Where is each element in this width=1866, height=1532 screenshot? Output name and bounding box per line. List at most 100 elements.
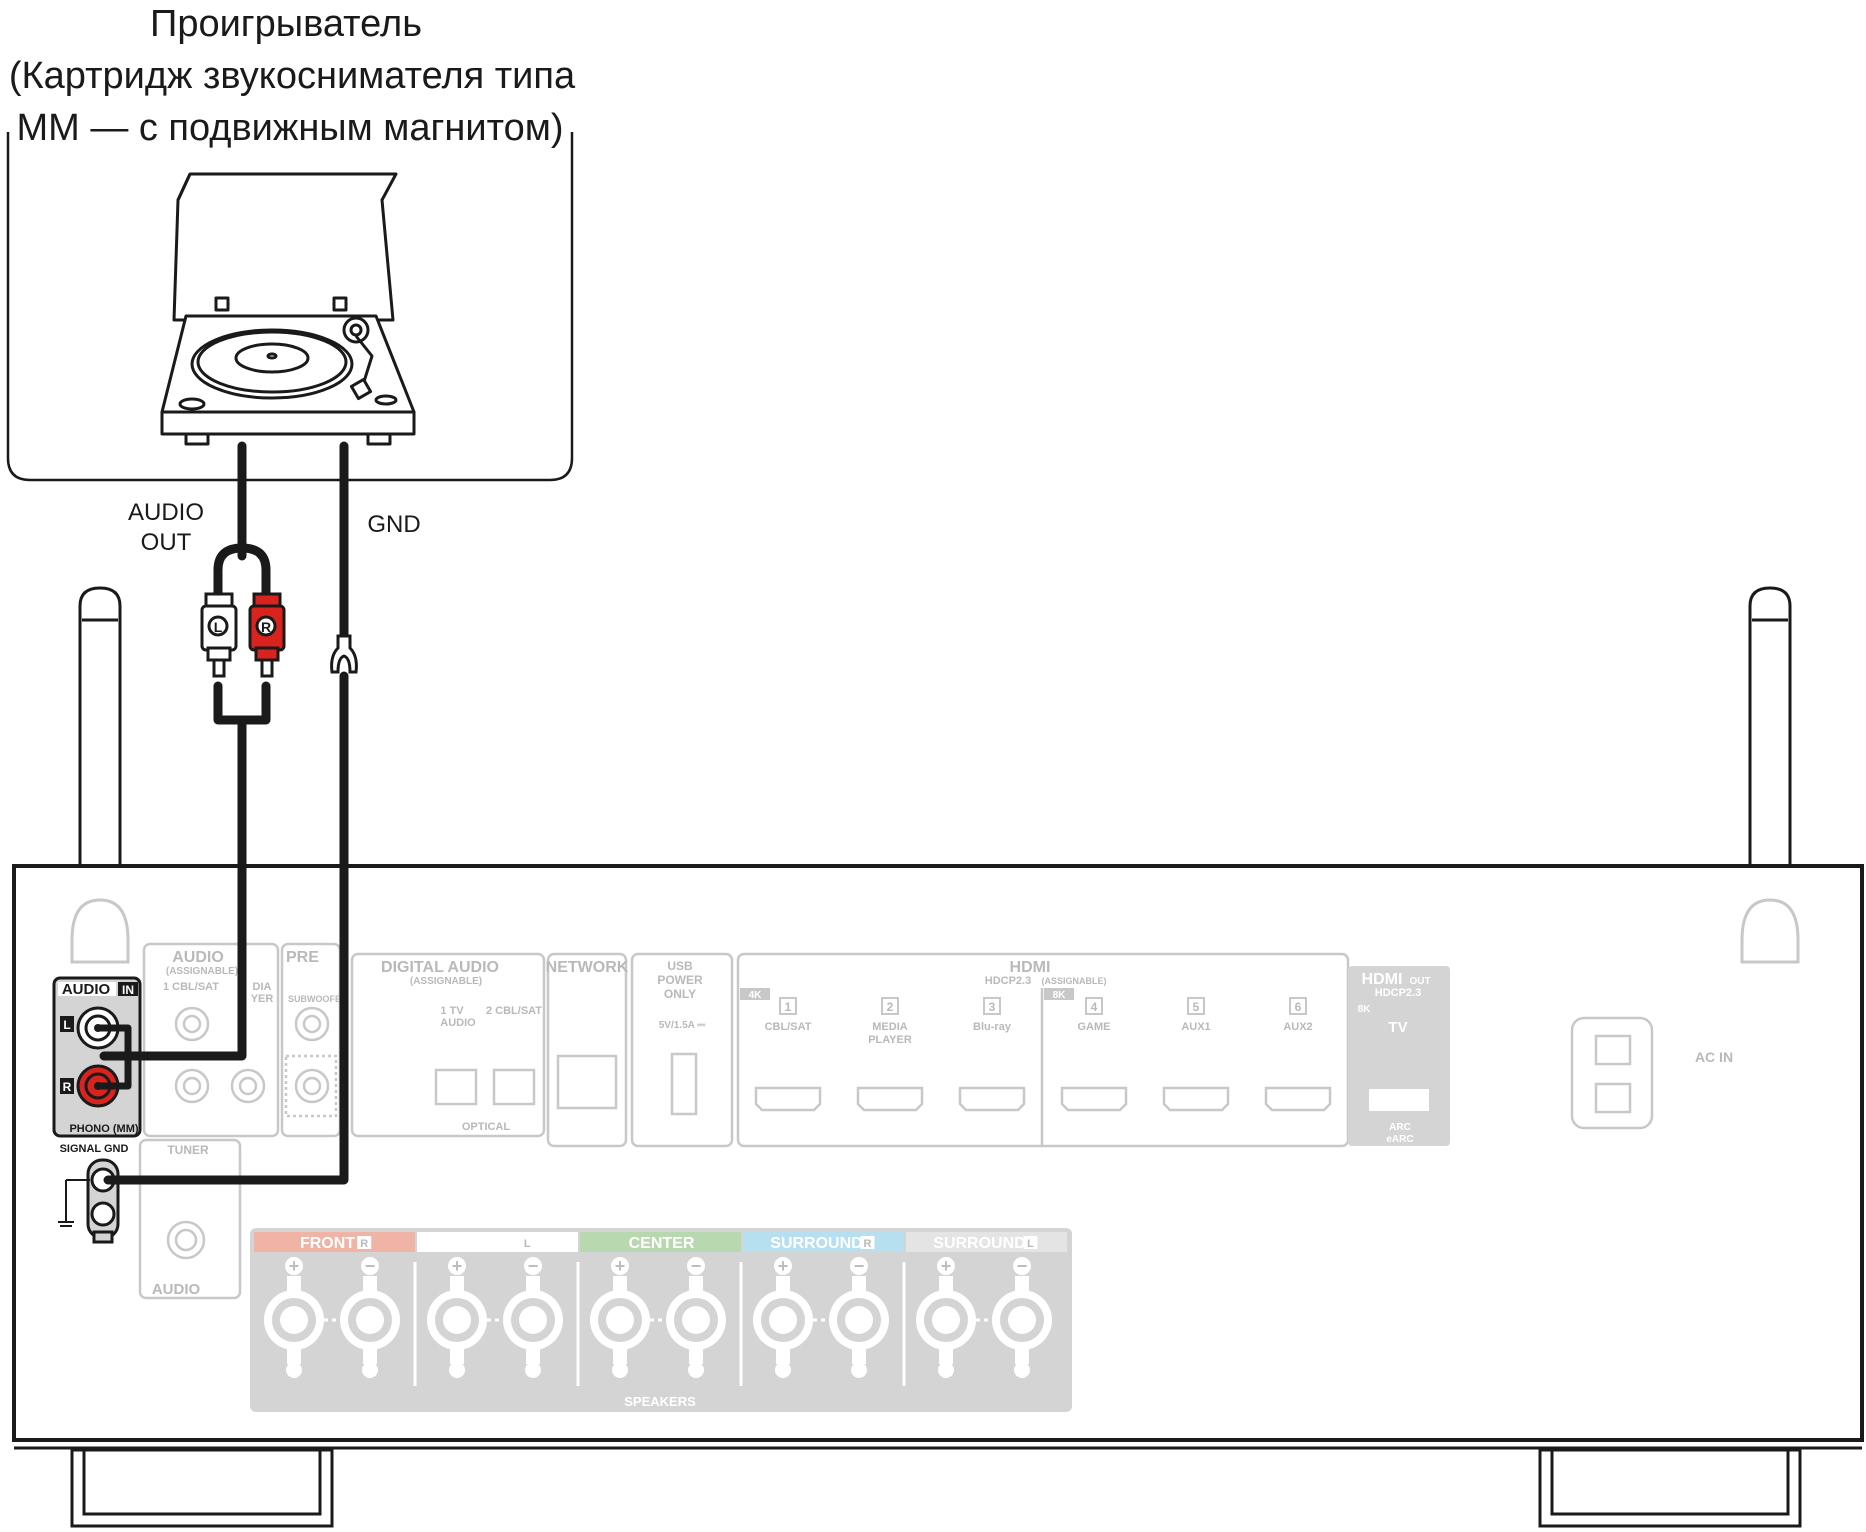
- ac-in-label: AC IN: [1695, 1049, 1733, 1065]
- digital-audio-title: DIGITAL AUDIO: [381, 959, 499, 976]
- plus-sign: +: [941, 1256, 952, 1276]
- ac-in-socket: [1570, 1016, 1654, 1130]
- phono-mm-label: PHONO (MM): [69, 1123, 138, 1135]
- speaker-side-box: [357, 1236, 372, 1249]
- hdmi-in-hdcp: HDCP2.3: [985, 975, 1031, 987]
- device-name: Проигрыватель: [150, 3, 422, 45]
- hdmi-input-list: 1CBL/SAT2MEDIAPLAYER3Blu-ray4GAME5AUX16A…: [754, 997, 1332, 1112]
- hdmi-input-name: GAME: [1078, 1021, 1111, 1033]
- plus-sign: +: [452, 1256, 463, 1276]
- device-frame: [6, 132, 574, 482]
- speaker-side-label: L: [1027, 1238, 1034, 1250]
- audio-in-assign-title: AUDIO: [172, 949, 224, 966]
- antenna-left: [78, 586, 122, 872]
- network-section: [546, 952, 628, 1148]
- hdmi-out-tag: OUT: [1409, 976, 1430, 987]
- minus-sign: −: [1017, 1256, 1028, 1276]
- phono-in-tag: IN: [122, 983, 134, 997]
- speaker-terminal-positive: +: [753, 1255, 813, 1378]
- hdmi-out-8k: 8K: [1358, 1004, 1372, 1015]
- hdmi-in-assignable: (ASSIGNABLE): [1042, 976, 1107, 986]
- hdmi-port: [958, 1086, 1026, 1112]
- cbl-sat-1: 1 CBL/SAT: [163, 981, 219, 993]
- hdmi-input-name-2: PLAYER: [868, 1034, 912, 1046]
- speaker-terminal-positive: +: [590, 1255, 650, 1378]
- hdmi-out-earc: eARC: [1386, 1134, 1413, 1145]
- speaker-group-header: [254, 1232, 415, 1252]
- turntable-icon: [160, 172, 416, 446]
- audio-in-assignable: (ASSIGNABLE): [166, 966, 238, 977]
- hdmi-in-title: HDMI: [1010, 959, 1051, 976]
- network-label: NETWORK: [546, 959, 629, 976]
- tuner-section: [138, 1138, 242, 1300]
- antenna-right: [1748, 586, 1792, 872]
- receiver-body: AUDIO (ASSIGNABLE) 1 CBL/SAT DIA YER PRE…: [12, 586, 1864, 1528]
- cbl-sat-2: 2 CBL/SAT: [486, 1005, 542, 1017]
- hdmi-input-number: 5: [1193, 1000, 1200, 1014]
- hdmi-out-section: [1348, 966, 1450, 1146]
- speaker-terminal-positive: +: [427, 1255, 487, 1378]
- rca-plug-right: [248, 592, 286, 678]
- hdmi-port: [1060, 1086, 1128, 1112]
- minus-sign: −: [854, 1256, 865, 1276]
- minus-sign: −: [365, 1256, 376, 1276]
- hdmi-port: [1162, 1086, 1230, 1112]
- hdmi-input-name: AUX1: [1181, 1021, 1210, 1033]
- plus-sign: +: [778, 1256, 789, 1276]
- speaker-terminal-negative: −: [992, 1255, 1052, 1378]
- hdmi-input-name: Blu-ray: [973, 1021, 1012, 1033]
- device-desc-line2: ММ — с подвижным магнитом): [16, 107, 563, 149]
- audio-out-label-2: OUT: [141, 529, 192, 556]
- rca-plug-left: [200, 592, 238, 678]
- subwoofer-label: SUBWOOFER: [288, 994, 348, 1004]
- hdmi-out-hdcp: HDCP2.3: [1375, 987, 1421, 999]
- speaker-group-label: CENTER: [629, 1235, 695, 1252]
- hdmi-input-number: 1: [785, 1000, 792, 1014]
- pre-label: PRE: [286, 949, 319, 966]
- tv-audio-1: 1 TV: [440, 1005, 464, 1017]
- audio-out-label-1: AUDIO: [128, 499, 204, 526]
- hdmi-input-number: 2: [887, 1000, 894, 1014]
- usb-label-1: USB: [667, 959, 693, 973]
- usb-label-2: POWER: [657, 973, 703, 987]
- minus-sign: −: [528, 1256, 539, 1276]
- tv-audio-2: AUDIO: [440, 1017, 476, 1029]
- plus-sign: +: [289, 1256, 300, 1276]
- usb-section: [630, 952, 734, 1148]
- speaker-side-label: R: [864, 1238, 872, 1250]
- audio-in-assignable-section: [142, 942, 280, 1138]
- hdmi-out-title: HDMI: [1362, 971, 1403, 988]
- audio-in-bottom-label: AUDIO: [152, 1281, 201, 1298]
- minus-sign: −: [691, 1256, 702, 1276]
- speaker-group-header: [417, 1232, 578, 1252]
- phono-jack-r-label: R: [63, 1080, 72, 1094]
- phono-jack-l-label: L: [63, 1018, 70, 1032]
- hdmi-out-arc: ARC: [1389, 1122, 1411, 1133]
- speaker-terminal-negative: −: [503, 1255, 563, 1378]
- rca-plug-left-label: L: [214, 619, 223, 635]
- hdmi-port: [754, 1086, 822, 1112]
- audio-cable: [94, 441, 271, 1090]
- hdmi-out-tv: TV: [1388, 1019, 1407, 1036]
- usb-label-3: ONLY: [664, 987, 696, 1001]
- speakers-label: SPEAKERS: [624, 1394, 696, 1409]
- hdmi-input-number: 6: [1295, 1000, 1302, 1014]
- tuner-label: TUNER: [167, 1143, 209, 1157]
- media-player-fragment-2: YER: [251, 993, 274, 1005]
- hdmi-input-number: 3: [989, 1000, 996, 1014]
- gnd-cable: [103, 441, 349, 1185]
- media-player-fragment-1: DIA: [253, 981, 272, 993]
- hdmi-input-name: AUX2: [1283, 1021, 1312, 1033]
- badge-8k: 8K: [1053, 990, 1067, 1001]
- receiver-foot-left: [70, 1448, 334, 1528]
- speaker-side-box: [860, 1236, 875, 1249]
- speaker-terminal-negative: −: [340, 1255, 400, 1378]
